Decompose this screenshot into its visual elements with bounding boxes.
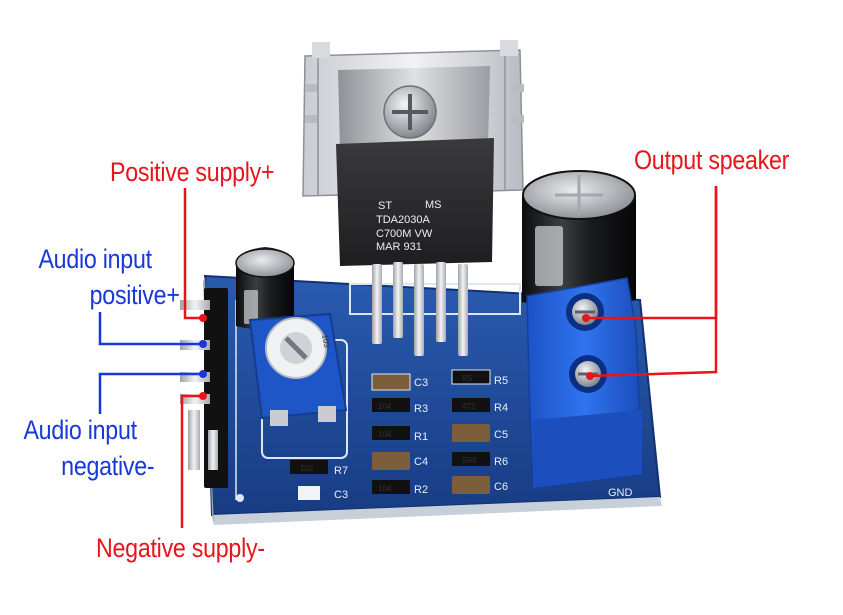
silk-c3b: C3	[334, 489, 348, 501]
pot-value-text: 103	[320, 334, 331, 349]
smd-104a-text: 104	[378, 402, 392, 411]
silk-c5: C5	[494, 429, 508, 441]
silk-r3: R3	[414, 403, 428, 415]
silk-c3: C3	[414, 377, 428, 389]
positive-supply-label: Positive supply+	[110, 157, 275, 187]
silk-r4: R4	[494, 402, 508, 414]
output-speaker-label: Output speaker	[634, 145, 790, 175]
ic-lot-text: C700M VW	[376, 228, 433, 240]
smd-5r0-text: 5R0	[462, 456, 477, 465]
ic-code-text: MAR 931	[376, 241, 422, 253]
audio-input-negative-label-line1: Audio input	[23, 415, 138, 445]
silk-r1: R1	[414, 431, 428, 443]
smd-472-text: 472	[462, 402, 476, 411]
smd-102-text: 102	[300, 464, 314, 473]
smd-104b-text: 104	[378, 430, 392, 439]
silk-c4: C4	[414, 456, 428, 468]
audio-input-positive-label-line2: positive+	[90, 280, 180, 310]
audio-input-negative-label-line2: negative-	[60, 451, 154, 481]
silk-r2: R2	[414, 484, 428, 496]
leader-lines	[98, 186, 718, 528]
silk-gnd: GND	[608, 487, 633, 499]
smd-104c-text: 104	[378, 484, 392, 493]
ic-origin-text: MS	[425, 199, 442, 211]
silk-c6: C6	[494, 481, 508, 493]
smd-r5-text: R5	[462, 374, 473, 383]
ic-part-text: TDA2030A	[376, 214, 430, 226]
silk-r5: R5	[494, 375, 508, 387]
silk-r6: R6	[494, 456, 508, 468]
negative-supply-label: Negative supply-	[96, 533, 265, 563]
audio-input-positive-label-line1: Audio input	[38, 244, 153, 274]
silk-r7: R7	[334, 465, 348, 477]
smd-component-group	[290, 369, 491, 500]
ic-brand-text: ST	[378, 200, 392, 212]
